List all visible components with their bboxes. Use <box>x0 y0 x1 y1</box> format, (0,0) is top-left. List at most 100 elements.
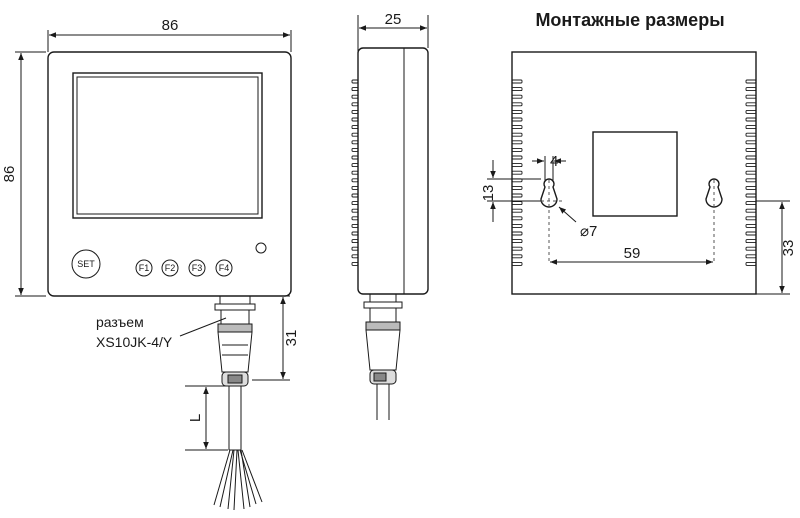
back-vents <box>511 79 757 266</box>
vent-slot <box>745 208 757 213</box>
vent-slot <box>351 216 359 221</box>
vent-slot <box>511 132 523 137</box>
vent-slot <box>351 155 359 160</box>
slot-width-label: 4 <box>550 153 558 170</box>
connector-base <box>219 295 251 305</box>
vent-slot <box>511 147 523 152</box>
wire <box>237 449 251 510</box>
set-button <box>71 249 101 279</box>
vent-slot <box>745 109 757 114</box>
device-housing <box>47 51 292 297</box>
clamp-screw <box>227 374 243 384</box>
vent-slot <box>511 94 523 99</box>
vent-slot <box>745 79 757 84</box>
vent-slot <box>511 231 523 236</box>
vent-slot <box>511 223 523 228</box>
vent-slot <box>745 254 757 259</box>
vent-slot <box>351 163 359 168</box>
vent-slot <box>511 102 523 107</box>
f3-button-label: F3 <box>192 263 203 273</box>
connector-plug <box>217 331 253 373</box>
center-cutout <box>592 131 678 217</box>
side-connector-base <box>369 293 397 303</box>
vent-slot <box>351 239 359 244</box>
f4-button <box>215 259 233 277</box>
connector-dimension-label: 31 <box>283 330 300 347</box>
hole-height-label: 33 <box>780 240 797 257</box>
wire <box>227 449 238 511</box>
vent-slot <box>745 185 757 190</box>
vent-slot <box>351 185 359 190</box>
vent-slot <box>511 193 523 198</box>
vent-slot <box>511 109 523 114</box>
connector-flange <box>214 303 256 311</box>
mounting-view: Монтажные размеры 59 13 4 ⌀7 <box>480 10 797 295</box>
vent-slot <box>745 261 757 266</box>
vent-slot <box>745 163 757 168</box>
vent-slot <box>745 147 757 152</box>
vent-slot <box>511 155 523 160</box>
connector-body <box>220 309 250 325</box>
width-dimension-label: 86 <box>162 17 179 34</box>
vent-slot <box>351 117 359 122</box>
hole-diameter-label: ⌀7 <box>580 223 597 240</box>
vent-slot <box>511 163 523 168</box>
vent-slot <box>351 231 359 236</box>
vent-slot <box>745 102 757 107</box>
vent-slot <box>351 102 359 107</box>
vent-slot <box>351 261 359 266</box>
vent-slot <box>351 246 359 251</box>
f1-button-label: F1 <box>139 263 150 273</box>
vent-slot <box>511 201 523 206</box>
vent-slot <box>745 94 757 99</box>
side-connector-flange <box>363 301 403 309</box>
vent-slot <box>511 125 523 130</box>
vent-slot <box>511 117 523 122</box>
f2-button-label: F2 <box>165 263 176 273</box>
vent-slot <box>745 201 757 206</box>
vent-slot <box>745 155 757 160</box>
vent-slot <box>351 132 359 137</box>
leader-line <box>179 317 227 337</box>
vent-slot <box>511 170 523 175</box>
vent-slot <box>351 109 359 114</box>
connector-label-line2: XS10JK-4/Y <box>96 334 173 350</box>
vent-slot <box>745 193 757 198</box>
vent-slot <box>511 216 523 221</box>
vent-slot <box>511 239 523 244</box>
vent-slot <box>511 246 523 251</box>
wire <box>213 449 234 508</box>
side-connector-body <box>369 307 397 323</box>
vent-slot <box>351 178 359 183</box>
depth-dimension-label: 25 <box>385 11 402 28</box>
vent-slot <box>745 178 757 183</box>
vent-slot <box>511 79 523 84</box>
wire <box>239 449 263 505</box>
vent-slot <box>351 94 359 99</box>
vent-slot <box>511 254 523 259</box>
vent-slot <box>745 216 757 221</box>
connector-knurl <box>217 323 253 333</box>
diameter-leader <box>558 206 577 223</box>
f2-button <box>161 259 179 277</box>
vent-slot <box>351 87 359 92</box>
vent-slot <box>511 140 523 145</box>
vent-slot <box>745 246 757 251</box>
f4-button-label: F4 <box>219 263 230 273</box>
side-housing <box>357 47 429 295</box>
vent-slot <box>351 170 359 175</box>
vent-slot <box>745 87 757 92</box>
vent-slot <box>745 223 757 228</box>
vent-slot <box>351 193 359 198</box>
vent-slot <box>511 208 523 213</box>
vent-slot <box>351 223 359 228</box>
vent-slot <box>511 87 523 92</box>
front-view: 86 86 SET F1 F2 F3 F4 <box>1 17 300 511</box>
vent-slot <box>745 239 757 244</box>
side-connector-plug <box>365 329 401 371</box>
vent-slot <box>351 254 359 259</box>
side-connector-knurl <box>365 321 401 331</box>
vent-slot <box>351 208 359 213</box>
keyhole-left <box>540 178 558 208</box>
